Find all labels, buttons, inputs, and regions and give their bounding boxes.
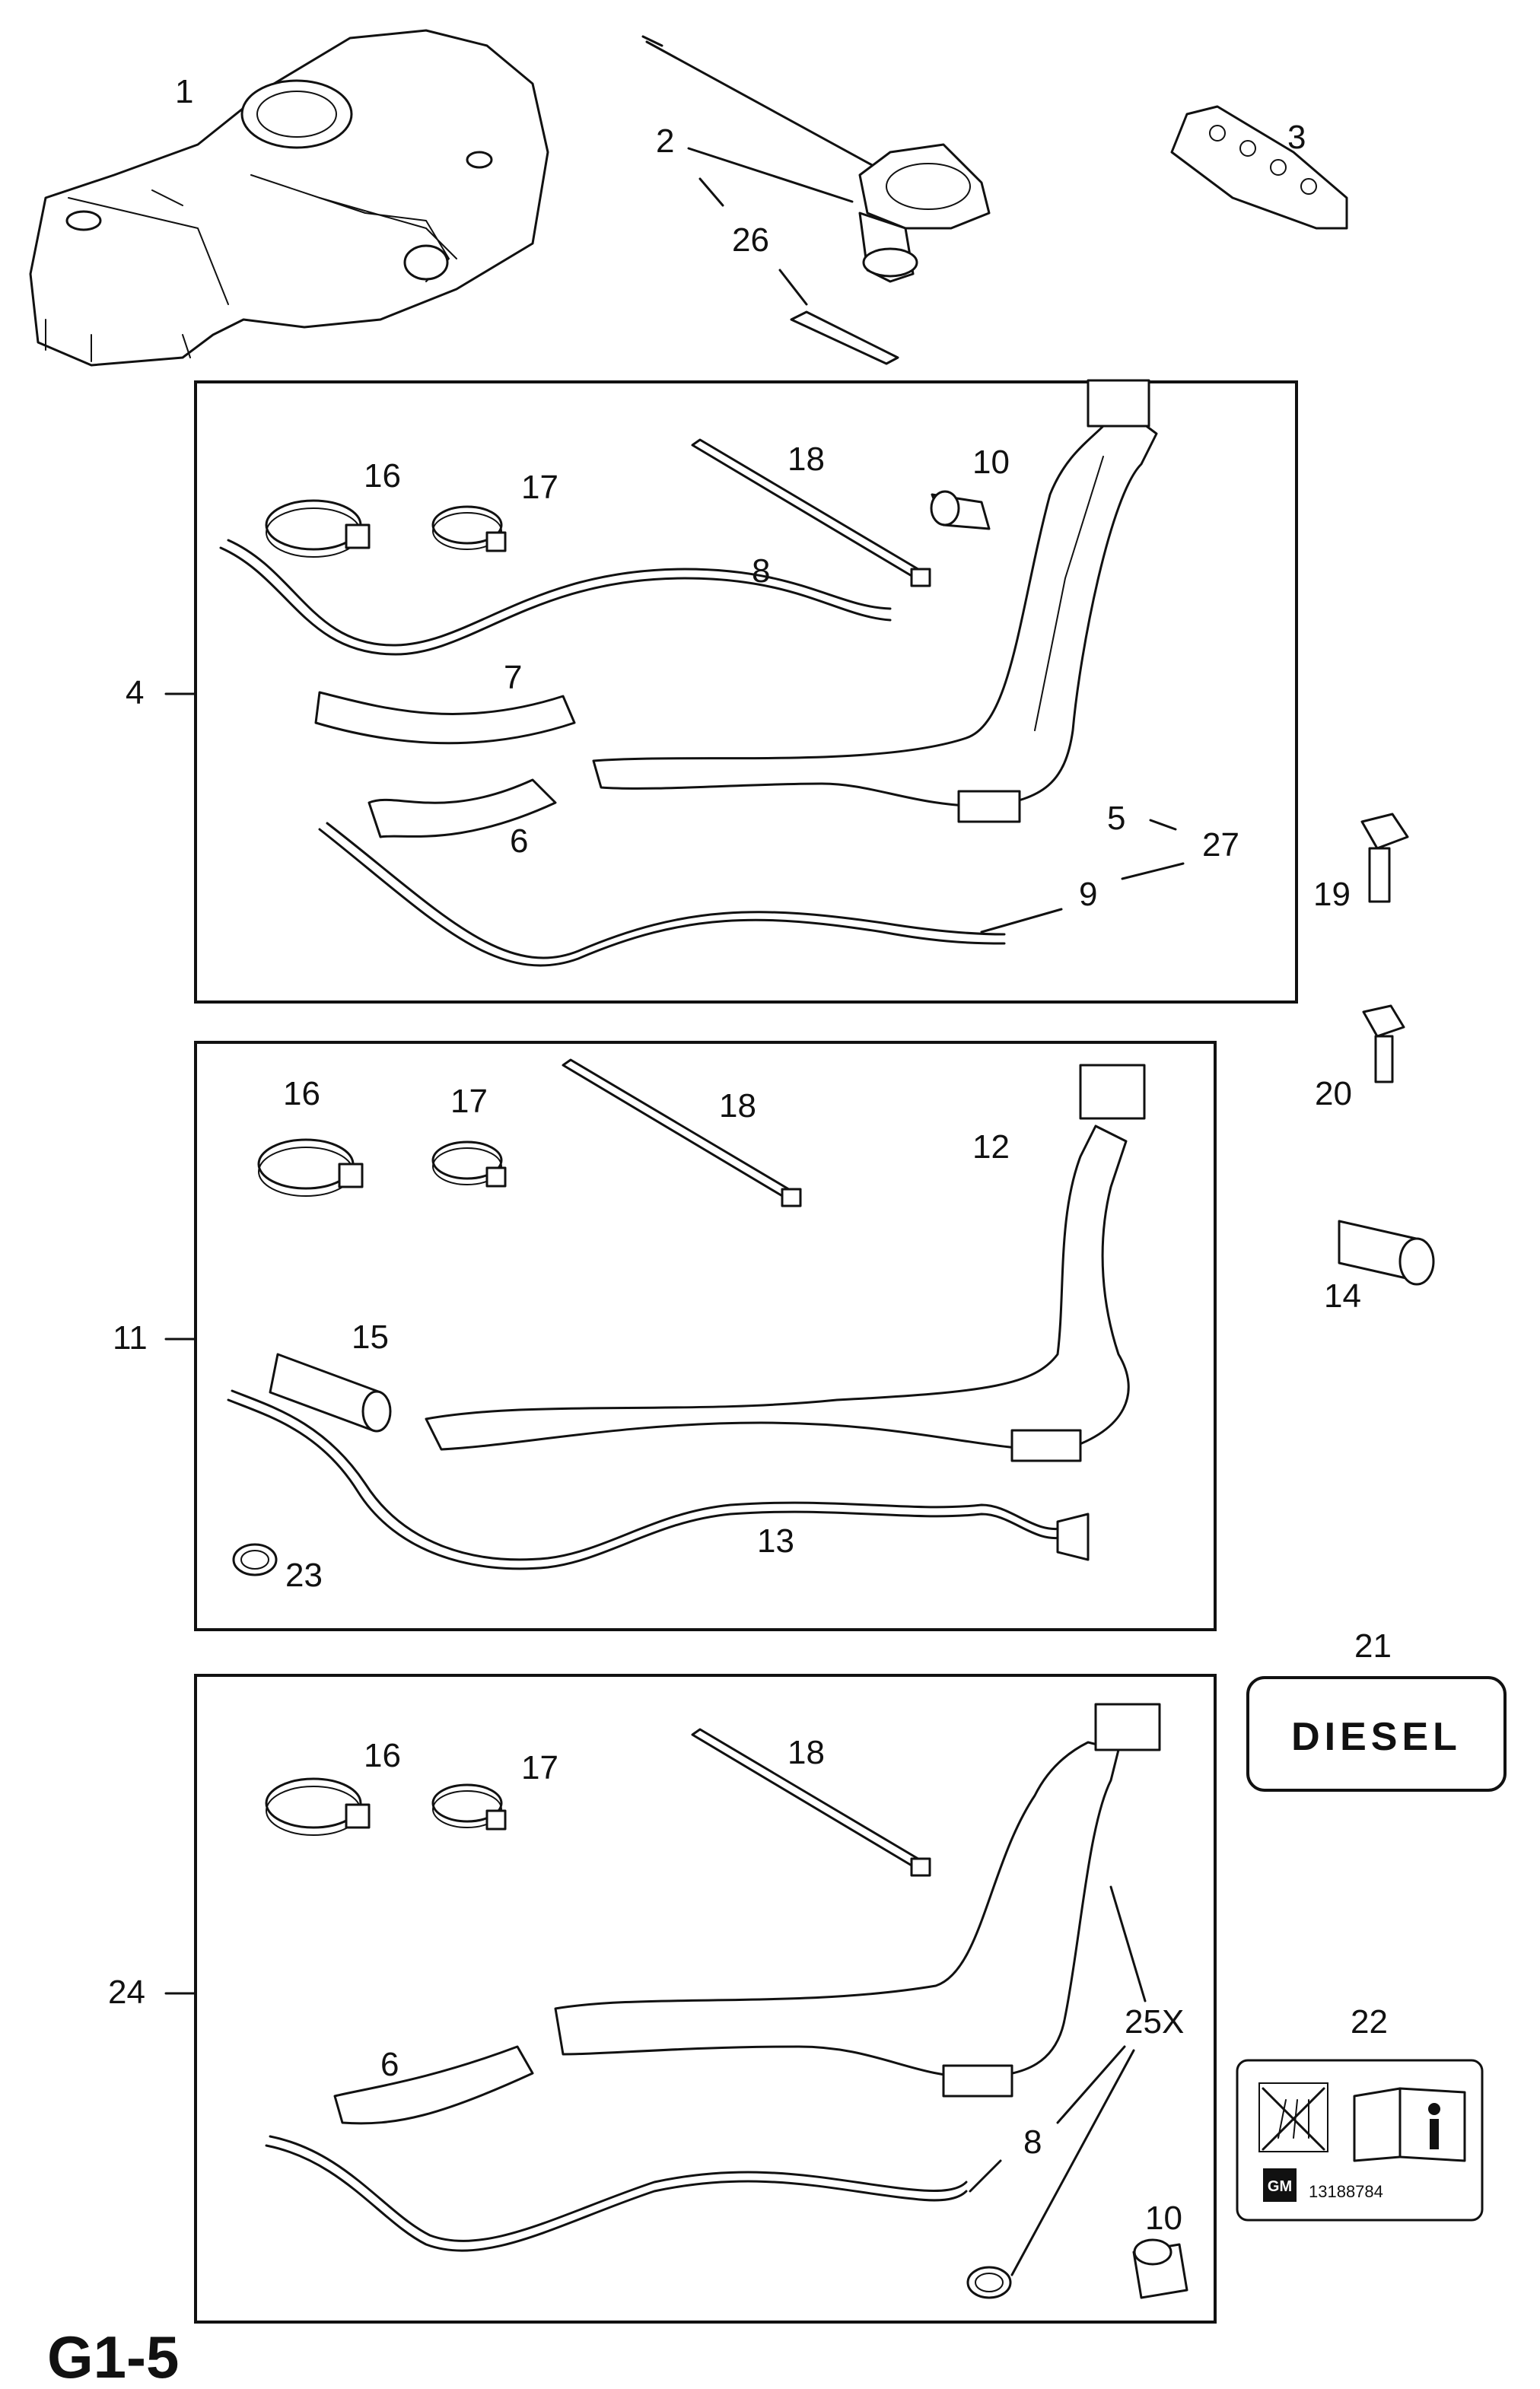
callout-4: 4 (126, 674, 144, 711)
fuel-tank-part-1 (29, 29, 549, 367)
hose-clamp-16c (265, 1777, 371, 1836)
vent-pipe-9 (318, 828, 1006, 967)
callout-17b: 17 (450, 1083, 488, 1120)
hose-clamp-17c (431, 1783, 507, 1831)
clip-25x (966, 2266, 1012, 2299)
cable-tie-18a (691, 438, 931, 587)
callout-5: 5 (1107, 800, 1125, 837)
callout-18c: 18 (788, 1734, 825, 1771)
callout-12: 12 (972, 1128, 1010, 1166)
vent-pipe-13 (227, 1398, 1067, 1570)
filler-cap-part-2 (641, 35, 991, 283)
heat-shield-part-3 (1170, 105, 1348, 230)
callout-16b: 16 (283, 1075, 320, 1112)
callout-13: 13 (757, 1522, 794, 1560)
callout-10a: 10 (972, 444, 1010, 481)
hose-clamp-17b (431, 1140, 507, 1188)
callout-11: 11 (113, 1319, 148, 1357)
kit-box-4 (194, 380, 1298, 1004)
callout-20: 20 (1315, 1075, 1352, 1112)
callout-23: 23 (285, 1557, 323, 1594)
kit-box-24 (194, 1674, 1217, 2324)
vent-hose-8b (265, 2144, 968, 2252)
callout-15: 15 (352, 1319, 389, 1356)
hose-clamp-17a (431, 505, 507, 552)
callout-18a: 18 (788, 441, 825, 478)
callout-19: 19 (1313, 876, 1351, 913)
leader-26 (778, 269, 808, 306)
cable-tie-18c (691, 1728, 931, 1877)
callout-6a: 6 (510, 822, 528, 860)
leader-2b (698, 177, 724, 207)
hose-6a (368, 778, 557, 838)
hose-7 (314, 691, 576, 745)
callout-16c: 16 (364, 1737, 401, 1774)
callout-8b: 8 (1023, 2123, 1042, 2161)
callout-17a: 17 (521, 469, 558, 506)
gm-logo-icon: GM (1263, 2168, 1297, 2202)
gm-logo-text: GM (1268, 2178, 1292, 2195)
callout-7: 7 (504, 659, 522, 696)
diesel-label-text: DIESEL (1291, 1715, 1462, 1759)
callout-21: 21 (1354, 1627, 1392, 1665)
leader-2 (687, 147, 854, 203)
callout-1: 1 (175, 73, 193, 110)
vent-hose-8a (219, 546, 892, 656)
bolt-19 (1360, 813, 1409, 903)
callout-25x: 25X (1125, 2003, 1184, 2041)
bolt-20 (1362, 1004, 1405, 1083)
diagram-id: G1-5 (47, 2324, 179, 2389)
callout-9: 9 (1079, 876, 1097, 913)
diesel-label-badge (1246, 1676, 1507, 1792)
kit-box-11 (194, 1041, 1217, 1631)
callout-26: 26 (732, 221, 769, 259)
callout-14: 14 (1324, 1277, 1361, 1315)
hose-clamp-16a (265, 499, 371, 558)
callout-22: 22 (1351, 2003, 1388, 2041)
sleeve-14 (1338, 1220, 1435, 1286)
callout-2: 2 (656, 122, 674, 160)
callout-10b: 10 (1145, 2200, 1182, 2237)
callout-3: 3 (1287, 119, 1306, 156)
hose-6b (333, 2045, 534, 2125)
callout-17c: 17 (521, 1749, 558, 1786)
callout-16a: 16 (364, 457, 401, 495)
callout-8a: 8 (752, 552, 770, 590)
callout-24: 24 (108, 1974, 145, 2011)
sleeve-15 (269, 1353, 392, 1433)
filler-neck-part-25x (554, 1703, 1161, 2098)
callout-27: 27 (1202, 826, 1239, 864)
hose-clamp-16b (257, 1138, 364, 1197)
callout-6b: 6 (380, 2046, 399, 2083)
no-siphon-icon (1258, 2082, 1328, 2152)
bushing-10b (1132, 2238, 1188, 2299)
label-part-number: 13188784 (1309, 2182, 1383, 2201)
clip-23 (232, 1543, 278, 1576)
manual-info-icon (1353, 2087, 1466, 2162)
filler-neck-part-5 (592, 379, 1158, 823)
filler-neck-part-12 (425, 1064, 1146, 1462)
bushing-10a (930, 490, 991, 530)
cable-tie-18b (562, 1058, 802, 1207)
seal-part-26 (790, 310, 899, 365)
callout-18b: 18 (719, 1087, 756, 1125)
